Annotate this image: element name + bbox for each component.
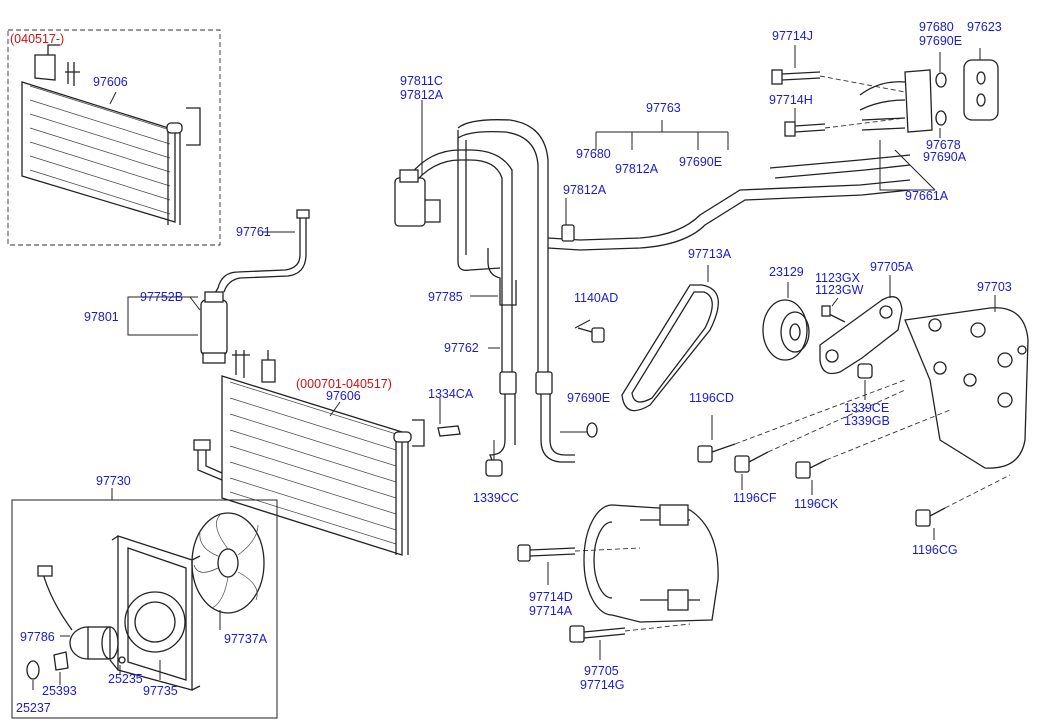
part-1196CD[interactable]: 1196CD <box>689 391 734 405</box>
part-25237[interactable]: 25237 <box>16 701 51 715</box>
part-1123GW[interactable]: 1123GW <box>815 283 864 297</box>
part-1123GX[interactable]: 1123GX <box>815 271 860 285</box>
part-97714G[interactable]: 97714G <box>580 678 625 692</box>
fan-assembly-group <box>11 488 278 719</box>
part-97812A-top[interactable]: 97812A <box>400 88 444 102</box>
part-97737A[interactable]: 97737A <box>224 632 268 646</box>
part-25235[interactable]: 25235 <box>108 672 143 686</box>
part-97623[interactable]: 97623 <box>967 20 1002 34</box>
part-97762[interactable]: 97762 <box>444 341 479 355</box>
part-97690E-top[interactable]: 97690E <box>919 34 963 48</box>
condenser-mid-group <box>193 350 461 556</box>
part-1196CF[interactable]: 1196CF <box>733 491 777 505</box>
part-1339GB[interactable]: 1339GB <box>844 414 890 428</box>
part-97811C[interactable]: 97811C <box>400 74 443 88</box>
part-25393[interactable]: 25393 <box>42 684 77 698</box>
part-97786[interactable]: 97786 <box>20 630 55 644</box>
part-97690E-low[interactable]: 97690E <box>567 391 611 405</box>
part-1196CG[interactable]: 1196CG <box>912 543 958 557</box>
part-1339CC[interactable]: 1339CC <box>473 491 519 505</box>
part-97690E-mid[interactable]: 97690E <box>679 155 723 169</box>
part-97752B[interactable]: 97752B <box>140 290 184 304</box>
variant-label-040517: (040517-) <box>10 32 65 46</box>
hose-group <box>394 45 999 477</box>
part-97812A-lone[interactable]: 97812A <box>563 183 607 197</box>
part-23129[interactable]: 23129 <box>769 265 804 279</box>
part-97714J[interactable]: 97714J <box>772 29 814 43</box>
part-97713A[interactable]: 97713A <box>688 247 732 261</box>
part-1339CE[interactable]: 1339CE <box>844 401 890 415</box>
part-97735[interactable]: 97735 <box>143 684 178 698</box>
part-97678[interactable]: 97678 <box>926 138 961 152</box>
part-97705[interactable]: 97705 <box>584 664 619 678</box>
part-97705A[interactable]: 97705A <box>870 260 914 274</box>
part-97714H[interactable]: 97714H <box>769 93 813 107</box>
condenser-top-group <box>7 29 221 246</box>
part-97761[interactable]: 97761 <box>236 225 271 239</box>
part-97801[interactable]: 97801 <box>84 310 119 324</box>
part-97690A[interactable]: 97690A <box>923 150 967 164</box>
part-97661A[interactable]: 97661A <box>905 189 949 203</box>
part-1334CA[interactable]: 1334CA <box>428 387 474 401</box>
part-1140AD[interactable]: 1140AD <box>574 291 619 305</box>
part-1196CK[interactable]: 1196CK <box>794 497 839 511</box>
variant-label-000701-040517: (000701-040517) <box>296 377 392 391</box>
belt-bracket-group <box>621 265 1029 540</box>
compressor-group <box>517 504 719 660</box>
part-97785[interactable]: 97785 <box>428 290 463 304</box>
part-97812A-mid[interactable]: 97812A <box>615 162 659 176</box>
part-97714A[interactable]: 97714A <box>529 604 573 618</box>
part-97703[interactable]: 97703 <box>977 280 1012 294</box>
receiver-drier-group <box>127 209 310 364</box>
part-97714D[interactable]: 97714D <box>529 590 573 604</box>
part-97606-mid[interactable]: 97606 <box>326 389 361 403</box>
part-97680-top[interactable]: 97680 <box>919 20 954 34</box>
part-97763[interactable]: 97763 <box>646 101 681 115</box>
part-97680-mid[interactable]: 97680 <box>576 147 611 161</box>
part-97606-top[interactable]: 97606 <box>93 75 128 89</box>
part-97730[interactable]: 97730 <box>96 474 131 488</box>
